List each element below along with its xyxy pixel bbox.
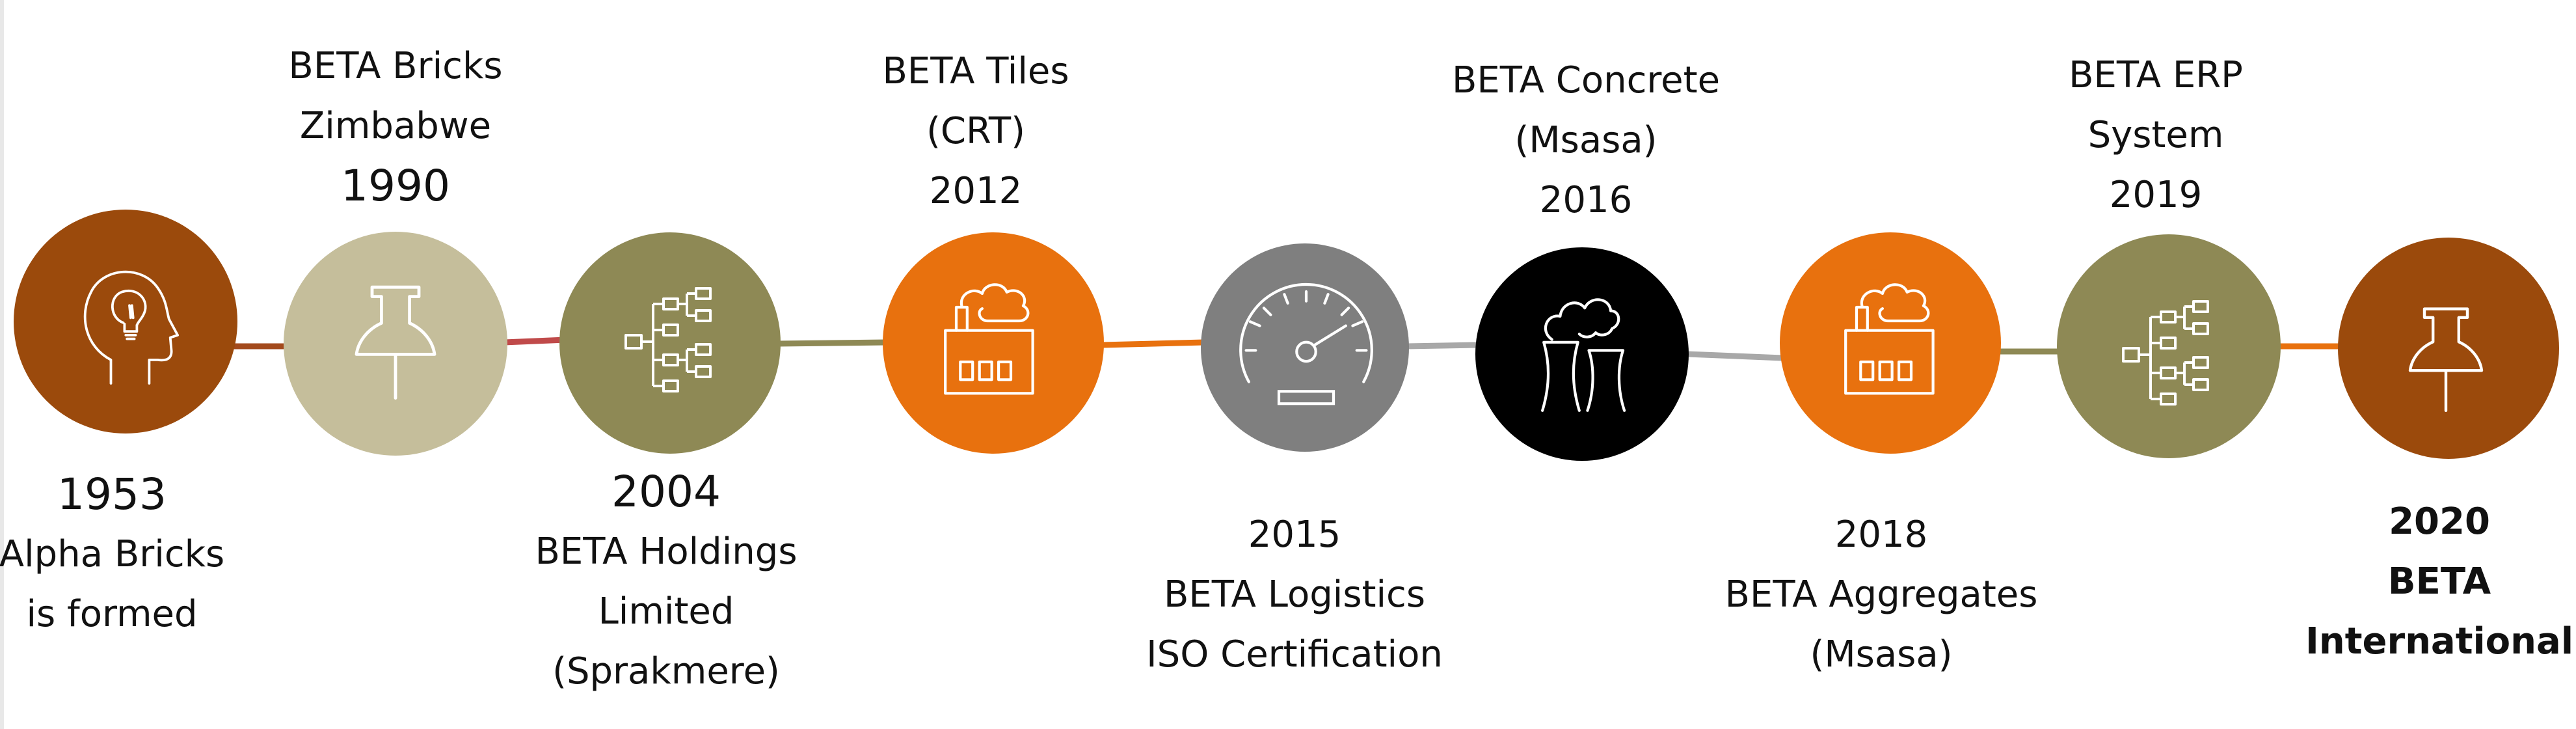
milestone-year: 2019 xyxy=(2109,174,2203,216)
milestone-2020-node xyxy=(2338,238,2559,459)
milestone-text: International xyxy=(2305,620,2574,663)
connector-5 xyxy=(1406,342,1479,350)
milestone-text: BETA Logistics xyxy=(1163,573,1425,616)
milestone-2018-label: 2018 BETA Aggregates (Msasa) xyxy=(1725,505,2038,685)
milestone-2015-node xyxy=(1201,243,1409,452)
milestone-text: BETA Aggregates xyxy=(1724,573,2038,616)
milestone-year: 2018 xyxy=(1834,514,1928,556)
connector-6 xyxy=(1687,351,1783,361)
connector-2 xyxy=(503,337,567,346)
milestone-year: 2004 xyxy=(611,467,721,517)
milestone-2004-label: 2004 BETA Holdings Limited (Sprakmere) xyxy=(535,462,797,702)
milestone-2016-node xyxy=(1475,247,1689,461)
milestone-year: 2020 xyxy=(2389,501,2490,543)
milestone-text: BETA Concrete xyxy=(1451,59,1721,102)
milestone-text: (Msasa) xyxy=(1514,119,1657,161)
milestone-2018-node xyxy=(1780,232,2001,454)
milestone-2019-node xyxy=(2057,234,2281,458)
milestone-text: (Sprakmere) xyxy=(552,650,780,693)
milestone-2016-label: BETA Concrete (Msasa) 2016 xyxy=(1452,51,1720,230)
milestone-text: (CRT) xyxy=(926,110,1025,152)
milestone-text: is formed xyxy=(26,593,198,635)
milestone-text: Alpha Bricks xyxy=(0,533,225,575)
milestone-1953-node xyxy=(14,210,237,433)
milestone-text: BETA ERP xyxy=(2069,54,2243,96)
connector-4 xyxy=(1101,339,1204,348)
connectors xyxy=(233,337,2341,361)
milestone-text: ISO Certification xyxy=(1146,633,1443,676)
milestone-2015-label: 2015 BETA Logistics ISO Certification xyxy=(1146,505,1443,685)
milestone-2019-label: BETA ERP System 2019 xyxy=(2069,46,2243,225)
left-edge xyxy=(0,0,4,729)
milestone-year: 2012 xyxy=(929,170,1023,212)
milestone-year: 1990 xyxy=(341,161,450,211)
milestone-1953-label: 1953 Alpha Bricks is formed xyxy=(0,465,224,644)
milestone-2012-node xyxy=(883,232,1104,454)
milestone-text: BETA Bricks xyxy=(288,45,503,87)
milestone-year: 2015 xyxy=(1248,514,1341,556)
milestone-text: BETA xyxy=(2387,560,2491,603)
milestone-year: 2016 xyxy=(1539,179,1633,221)
milestone-2004-node xyxy=(559,232,781,454)
milestone-1990-node xyxy=(284,232,507,456)
milestone-text: BETA Holdings xyxy=(535,530,798,573)
milestone-2020-label: 2020 BETA International xyxy=(2305,492,2573,672)
milestone-text: Zimbabwe xyxy=(299,105,492,147)
milestone-text: BETA Tiles xyxy=(882,50,1069,92)
milestone-2012-label: BETA Tiles (CRT) 2012 xyxy=(883,42,1069,221)
connector-3 xyxy=(777,339,887,347)
milestone-text: Limited xyxy=(598,590,734,633)
milestone-1990-label: BETA Bricks Zimbabwe 1990 xyxy=(288,36,502,216)
milestone-text: System xyxy=(2087,114,2224,156)
milestone-text: (Msasa) xyxy=(1810,633,1953,676)
milestone-year: 1953 xyxy=(57,469,167,519)
